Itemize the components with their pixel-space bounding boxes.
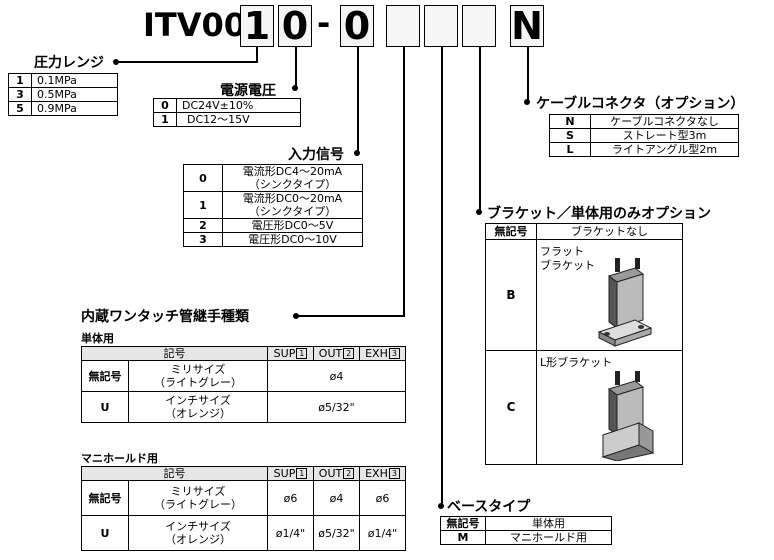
bracket-b-label-2: ブラケット xyxy=(540,259,595,272)
code-bracket-box xyxy=(462,5,496,47)
bracket-c-label: L形ブラケット xyxy=(540,356,613,369)
dot-voltage xyxy=(292,85,298,91)
connector-input xyxy=(357,47,359,154)
voltage-title: 電源電圧 xyxy=(220,83,276,99)
table-row: 1 電流形DC0～20mA（シンクタイプ） xyxy=(183,191,363,219)
bracket-b-label-1: フラット xyxy=(540,245,584,258)
bracket-none-val: ブラケットなし xyxy=(537,224,682,240)
fitting-single-title: 単体用 xyxy=(81,332,114,345)
connector-cable xyxy=(527,47,529,104)
table-row: U インチサイズ（オレンジ） ø5/32" xyxy=(81,391,406,423)
dot-base xyxy=(438,503,444,509)
table-row: U インチサイズ（オレンジ） ø1/4" ø5/32" ø1/4" xyxy=(81,515,406,551)
fitting-manifold-title: マニホールド用 xyxy=(81,452,158,465)
code-cable: N xyxy=(510,4,544,48)
connector-fitting xyxy=(403,47,405,316)
connector-base xyxy=(441,47,443,507)
table-row: 無記号単体用 xyxy=(440,516,612,531)
code-base-box xyxy=(424,5,458,47)
connector-voltage xyxy=(295,47,297,89)
pressure-title: 圧力レンジ xyxy=(34,55,104,71)
connector-bracket xyxy=(479,47,481,213)
connector-pressure xyxy=(256,47,258,62)
fitting-title: 内蔵ワンタッチ管継手種類 xyxy=(81,309,249,325)
bracket-none-key: 無記号 xyxy=(486,224,537,240)
flat-bracket-image xyxy=(597,258,653,347)
input-title: 入力信号 xyxy=(288,147,344,163)
cable-title: ケーブルコネクタ（オプション） xyxy=(536,96,745,112)
dot-cable xyxy=(524,99,530,105)
bracket-b-key: B xyxy=(486,240,537,351)
model-prefix: ITV00 xyxy=(143,6,247,44)
table-row: 無記号 ミリサイズ（ライトグレー） ø6 ø4 ø6 xyxy=(81,480,406,516)
base-title: ベースタイプ xyxy=(447,499,531,515)
dot-bracket xyxy=(476,209,482,215)
l-bracket-image xyxy=(601,371,655,461)
table-row: 0 電流形DC4～20mA（シンクタイプ） xyxy=(183,164,363,192)
bracket-c-key: C xyxy=(486,351,537,464)
dot-input xyxy=(354,150,360,156)
bracket-title: ブラケット／単体用のみオプション xyxy=(487,206,711,222)
bracket-table: 無記号 ブラケットなし B フラット ブラケット C L形ブラケット xyxy=(485,223,683,465)
code-dash-1: - xyxy=(317,4,331,42)
code-fitting-box xyxy=(386,5,420,47)
table-row: 無記号 ミリサイズ（ライトグレー） ø4 xyxy=(81,360,406,392)
input-table: 0 電流形DC4～20mA（シンクタイプ） 1 電流形DC0～20mA（シンクタ… xyxy=(183,164,363,247)
dot-pressure xyxy=(113,59,119,65)
code-input: 0 xyxy=(340,5,374,47)
dot-fitting xyxy=(293,313,299,319)
code-voltage: 0 xyxy=(278,5,312,47)
code-pressure: 1 xyxy=(240,5,274,47)
